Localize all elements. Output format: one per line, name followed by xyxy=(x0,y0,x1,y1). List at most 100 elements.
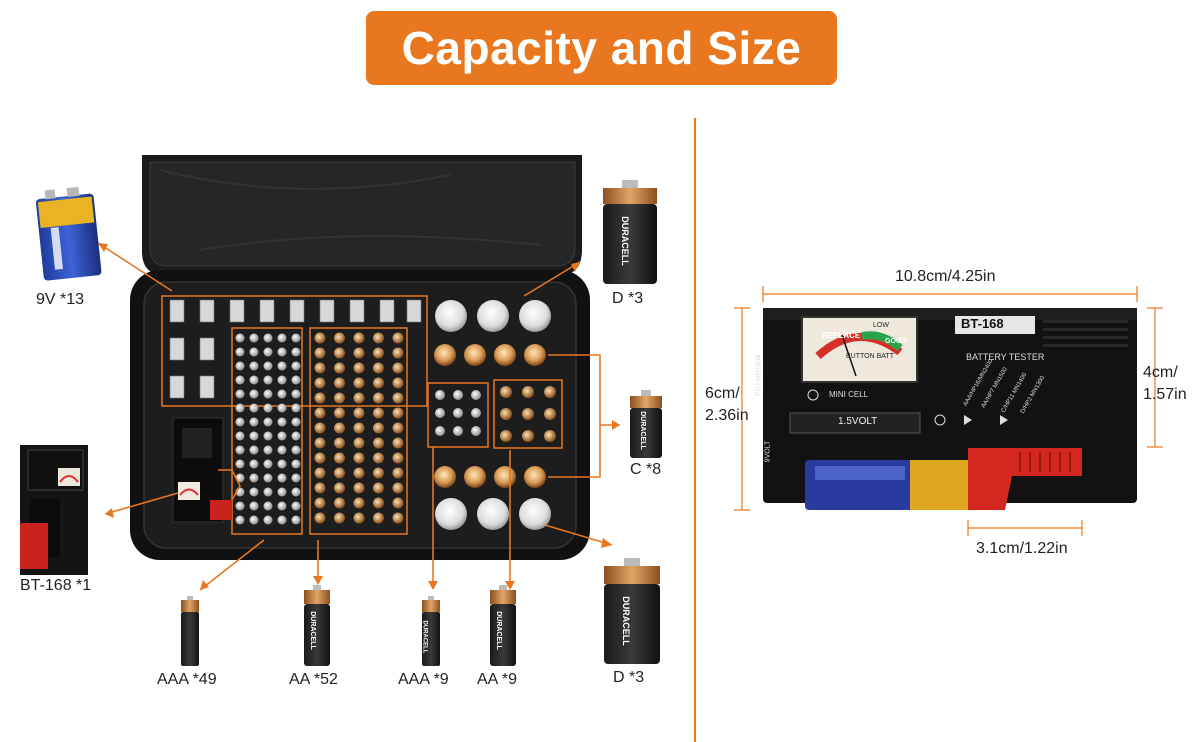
aa-slot xyxy=(353,407,365,419)
aaa-slot xyxy=(453,390,463,400)
aaa-slot xyxy=(235,403,245,413)
aa-slot xyxy=(353,377,365,389)
aa-slot xyxy=(353,512,365,524)
meter-low-label: LOW xyxy=(873,322,889,329)
aaa-slot xyxy=(291,375,301,385)
meter-sub-label: BUTTON BATT xyxy=(846,353,894,360)
aa-slot xyxy=(353,482,365,494)
aa-slot xyxy=(353,422,365,434)
tester-voltage-label: 1.5VOLT xyxy=(838,416,878,427)
nine-volt-slots xyxy=(161,295,428,407)
aaa-battery-large xyxy=(181,596,199,666)
aa-slot xyxy=(334,347,345,359)
aa-slot xyxy=(373,407,384,419)
aa-slot xyxy=(500,430,512,442)
aa-slot xyxy=(373,512,384,524)
aaa-slot xyxy=(263,445,273,455)
aa-slot xyxy=(334,497,345,509)
aa-slot xyxy=(334,362,345,374)
aa-slot xyxy=(392,377,404,389)
aaa-slot xyxy=(263,487,273,497)
brand-aaa-small: DURACELL xyxy=(421,620,428,654)
aa-slot xyxy=(373,437,384,449)
aa-slot xyxy=(314,392,326,404)
aaa-slot xyxy=(249,375,259,385)
aa-slot xyxy=(353,332,365,344)
aa-slot xyxy=(544,386,556,398)
aaa-slot xyxy=(249,487,259,497)
aaa-slot xyxy=(263,375,273,385)
aaa-slot xyxy=(277,347,287,357)
d-and-c-slots xyxy=(434,300,551,530)
aa-slot xyxy=(392,392,404,404)
aa-slot xyxy=(373,422,384,434)
aaa-slot xyxy=(249,403,259,413)
aa-slot xyxy=(334,482,345,494)
aa-slot xyxy=(314,452,326,464)
aaa-slot xyxy=(277,403,287,413)
page-title: Capacity and Size xyxy=(401,22,802,74)
aa-slot xyxy=(334,422,345,434)
aa-slot xyxy=(392,362,404,374)
aaa-slot xyxy=(249,459,259,469)
aa-slot xyxy=(392,347,404,359)
meter-good-label: GOOD xyxy=(885,338,907,345)
aa-slot xyxy=(314,347,326,359)
aa-slot xyxy=(392,482,404,494)
aaa-slot xyxy=(249,431,259,441)
aa-slot xyxy=(353,392,365,404)
section-divider xyxy=(694,118,696,742)
aa-slot xyxy=(392,407,404,419)
aaa-slot xyxy=(291,487,301,497)
callout-arrowheads xyxy=(98,243,620,590)
aa-slot xyxy=(373,332,384,344)
aaa-slot xyxy=(235,333,245,343)
aa-slot xyxy=(314,362,326,374)
brand-aa-small: DURACELL xyxy=(494,611,502,650)
aaa-slot xyxy=(291,361,301,371)
label-nine-volt: 9V *13 xyxy=(36,291,85,308)
aaa-slot xyxy=(291,333,301,343)
aaa-slot xyxy=(277,431,287,441)
meter-replace-label: REPLACE xyxy=(822,331,861,340)
aaa-slot xyxy=(263,333,273,343)
aaa-slot xyxy=(263,417,273,427)
aa-slot xyxy=(314,332,326,344)
aa-slot xyxy=(500,386,512,398)
aa-slot xyxy=(373,452,384,464)
aa-slot xyxy=(522,386,534,398)
aa-slot xyxy=(334,392,345,404)
aa-slot xyxy=(373,482,384,494)
aaa-slot xyxy=(277,515,287,525)
aaa-slot xyxy=(291,501,301,511)
label-d-top: D *3 xyxy=(612,290,644,307)
aaa-slot xyxy=(471,426,481,436)
aa-slot xyxy=(373,497,384,509)
aaa-slot xyxy=(235,375,245,385)
aa-slot xyxy=(314,377,326,389)
aaa-slot xyxy=(263,501,273,511)
aaa-slot xyxy=(291,431,301,441)
label-aaa-small: AAA *9 xyxy=(398,671,449,688)
tester-side-view xyxy=(20,445,88,575)
aaa-slot xyxy=(453,426,463,436)
aaa-slot xyxy=(277,361,287,371)
aaa-slot xyxy=(249,417,259,427)
label-aa-small: AA *9 xyxy=(477,671,518,688)
aaa-slot xyxy=(263,515,273,525)
brand-d-top: DURACELL xyxy=(619,216,630,266)
aa-slot xyxy=(314,482,326,494)
aaa-slot xyxy=(435,426,445,436)
aaa-slot xyxy=(291,347,301,357)
d-cell-battery-top xyxy=(603,180,657,284)
aaa-slot xyxy=(277,459,287,469)
aaa-slot xyxy=(291,403,301,413)
aaa-slot xyxy=(291,473,301,483)
dimension-width: 10.8cm/4.25in xyxy=(895,268,996,285)
aaa-slot xyxy=(291,389,301,399)
aaa-slot xyxy=(263,431,273,441)
aa-slot xyxy=(334,407,345,419)
tester-nine-volt: 9VOLT xyxy=(764,440,772,463)
aa-slot xyxy=(353,497,365,509)
